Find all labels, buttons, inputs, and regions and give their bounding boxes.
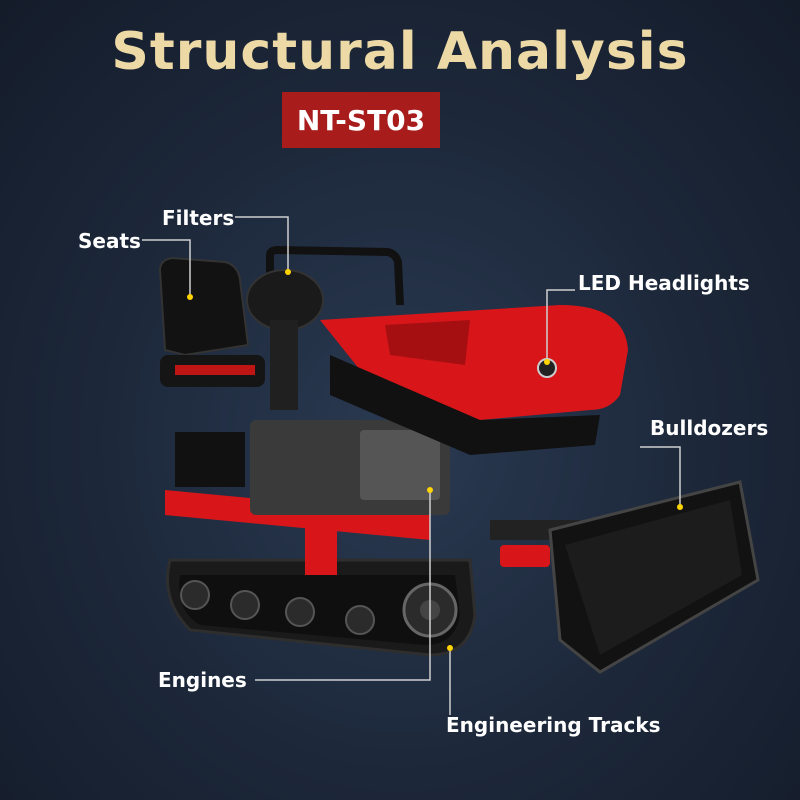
filters-callout-line: [235, 216, 289, 270]
engines-callout-line: [255, 490, 431, 681]
led-callout-line: [546, 289, 575, 360]
engineering-tracks-label: Engineering Tracks: [446, 713, 661, 737]
engines-marker: [427, 487, 433, 493]
callout-lines: [142, 216, 681, 715]
seats-label: Seats: [78, 229, 141, 253]
bulldozers-marker: [677, 504, 683, 510]
model-badge: NT-ST03: [282, 92, 440, 148]
bulldozers-callout-line: [640, 446, 681, 505]
bulldozer-blade: [548, 480, 760, 674]
hood: [320, 305, 628, 455]
page-title: Structural Analysis: [111, 22, 689, 82]
callout-markers: [187, 269, 683, 651]
air-filter: [246, 269, 324, 410]
bulldozers-label: Bulldozers: [650, 416, 769, 440]
blade-arm: [490, 520, 580, 567]
seats-callout-line: [142, 239, 191, 295]
filters-label: Filters: [162, 206, 235, 230]
engine-block: [175, 420, 450, 515]
seat: [158, 256, 265, 387]
tracks-marker: [447, 645, 453, 651]
led-headlights-label: LED Headlights: [578, 271, 750, 295]
filters-marker: [285, 269, 291, 275]
engines-label: Engines: [158, 668, 247, 692]
seats-marker: [187, 294, 193, 300]
led-marker: [544, 359, 550, 365]
